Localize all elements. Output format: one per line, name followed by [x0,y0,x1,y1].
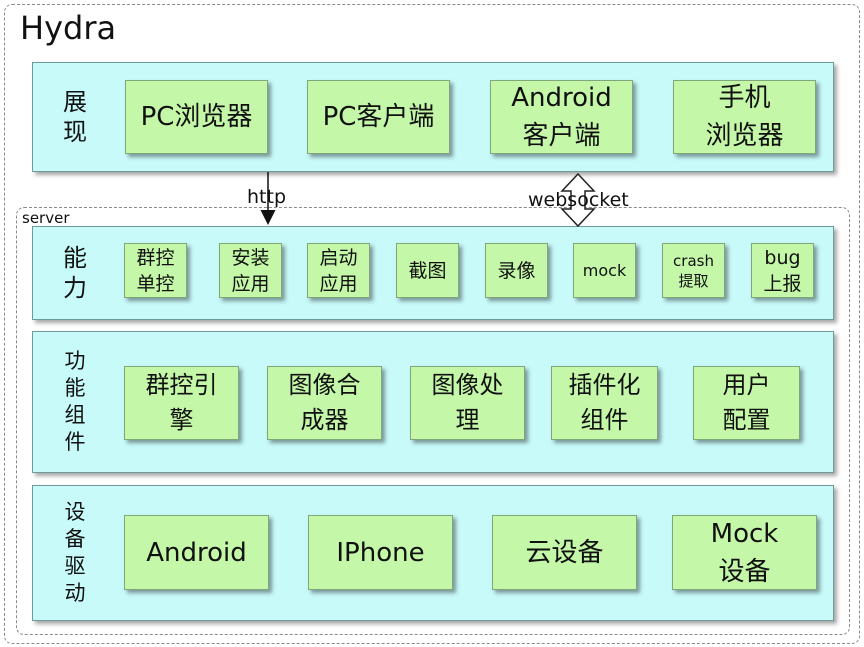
drivers-layer-label: 设 备 驱 动 [64,500,86,605]
screenshot-box: 截图 [396,243,459,298]
bug-report-box: bug 上报 [751,243,814,298]
diagram-title: Hydra [20,9,117,47]
install-app-box: 安装 应用 [219,243,282,298]
crash-extract-box: crash 提取 [662,243,725,298]
android-client-box: Android 客户端 [490,80,633,154]
recording-box: 录像 [485,243,548,298]
server-frame [16,207,850,635]
mock-device-box: Mock 设备 [672,515,817,590]
group-control-engine-box: 群控引 擎 [124,366,239,440]
group-control-box: 群控 单控 [124,243,187,298]
image-processing-box: 图像处 理 [410,366,525,440]
android-driver-box: Android [124,515,269,590]
components-layer-label: 功 能 组 件 [64,349,86,454]
pc-client-box: PC客户端 [307,80,450,154]
capability-layer-label: 能 力 [63,244,87,302]
launch-app-box: 启动 应用 [307,243,370,298]
server-label: server [22,209,70,227]
mock-box: mock [573,243,636,298]
plugin-component-box: 插件化 组件 [551,366,658,440]
http-label: http [247,186,287,208]
pc-browser-box: PC浏览器 [125,80,268,154]
mobile-browser-box: 手机 浏览器 [673,80,816,154]
hydra-frame [4,4,860,644]
iphone-driver-box: IPhone [308,515,453,590]
websocket-label: websocket [528,189,629,211]
user-config-box: 用户 配置 [693,366,800,440]
cloud-device-box: 云设备 [492,515,637,590]
presentation-layer-label: 展 现 [63,88,87,146]
websocket-double-arrow [560,172,596,228]
image-compositor-box: 图像合 成器 [267,366,382,440]
